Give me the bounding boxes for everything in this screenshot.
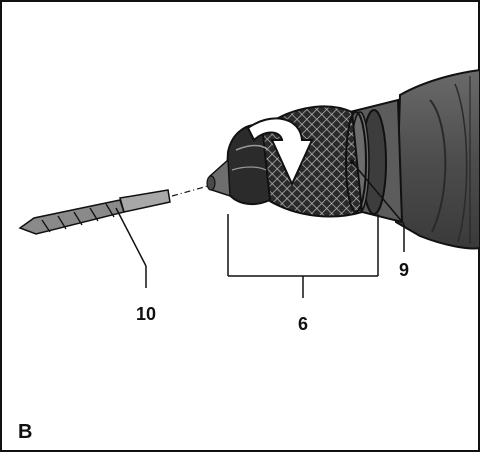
ring-pointer-dot: [349, 159, 355, 165]
leader-ring: [351, 161, 405, 225]
leader-drill-bit: [115, 207, 147, 267]
chuck-bracket: [227, 214, 379, 298]
callout-chuck: 6: [298, 314, 308, 334]
chuck-nose: [206, 124, 272, 206]
callout-ring: 9: [399, 260, 409, 280]
rotation-arrow: [246, 117, 314, 187]
drill-housing: [394, 68, 480, 250]
callout-drill-bit: 10: [136, 304, 156, 324]
figure-corner-label: B: [18, 421, 32, 443]
alignment-line: [171, 185, 209, 197]
drill-bit: [18, 185, 209, 235]
